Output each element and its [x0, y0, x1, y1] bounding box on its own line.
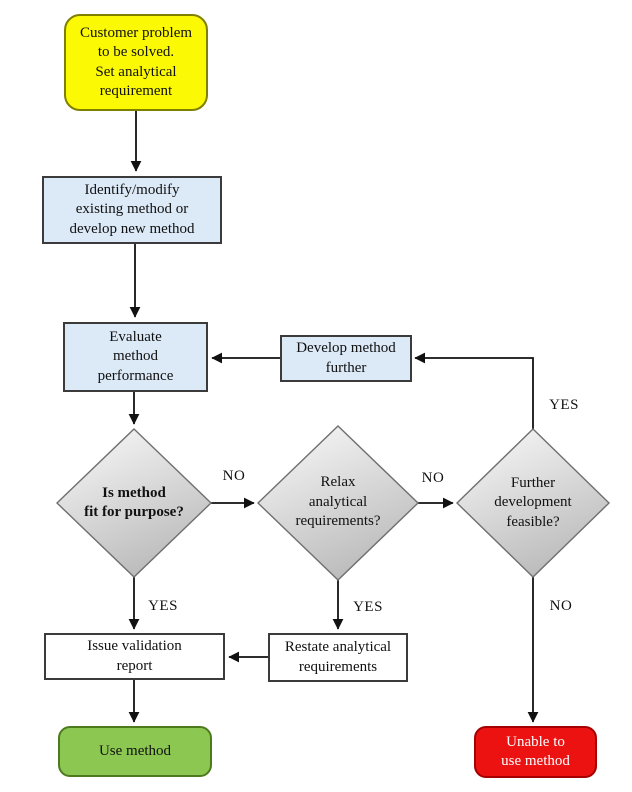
edge-label-fit-no: NO — [222, 468, 246, 484]
start-node-customer-problem: Customer problem to be solved. Set analy… — [64, 14, 208, 111]
edge-label-fit-yes: YES — [148, 598, 178, 614]
decision-label-fit-for-purpose: Is method fit for purpose? — [84, 484, 184, 521]
edge-label-relax-yes: YES — [353, 599, 383, 615]
decision-label-relax-requirements: Relax analytical requirements? — [295, 474, 381, 530]
edge-label-relax-no: NO — [421, 470, 445, 486]
edge-label-feasible-yes: YES — [549, 397, 579, 413]
process-node-identify-method: Identify/modify existing method or devel… — [42, 176, 222, 244]
decision-label-further-development: Further development feasible? — [494, 474, 572, 530]
decision-relax-requirements-shape — [256, 425, 420, 581]
end-node-unable-to-use: Unable to use method — [474, 726, 597, 778]
edge-label-feasible-no: NO — [549, 598, 573, 614]
process-node-evaluate-performance: Evaluate method performance — [63, 322, 208, 392]
process-node-develop-further: Develop method further — [280, 335, 412, 382]
process-node-restate-requirements: Restate analytical requirements — [268, 633, 408, 682]
edge-feasible-yes-to-develop — [414, 352, 534, 429]
decision-fit-for-purpose-shape — [55, 428, 213, 578]
end-node-use-method: Use method — [58, 726, 212, 777]
decision-further-development-shape — [455, 428, 611, 578]
process-node-issue-report: Issue validation report — [44, 633, 225, 680]
